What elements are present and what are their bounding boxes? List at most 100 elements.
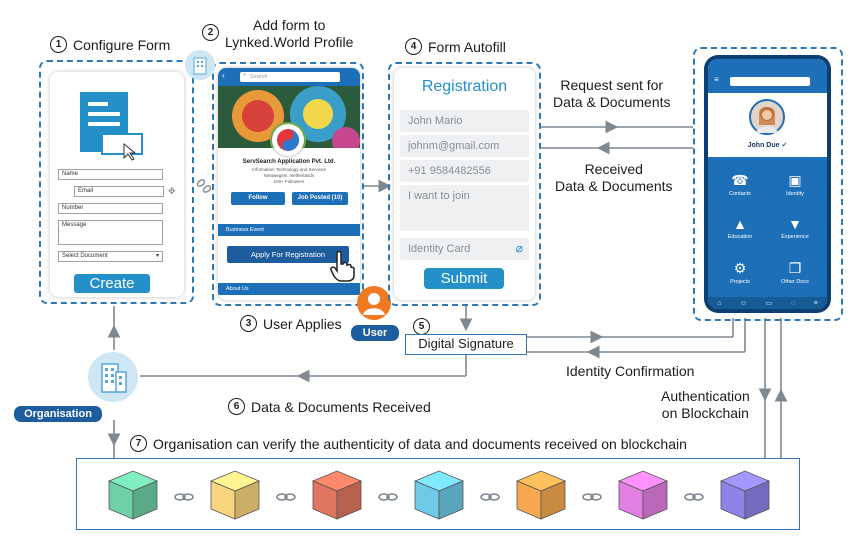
apply-for-registration-button[interactable]: Apply For Registration [227, 246, 349, 263]
step-4-text: Form Autofill [428, 38, 506, 55]
submit-button[interactable]: Submit [424, 268, 504, 289]
about-us-header: About Us [218, 283, 360, 295]
step-7-label: 7 Organisation can verify the authentici… [130, 435, 687, 452]
menu-icon[interactable]: ≡ [813, 299, 818, 307]
block-cube-icon [617, 470, 669, 520]
block-cube-icon [413, 470, 465, 520]
tile-education[interactable]: ▲ Education [719, 207, 761, 249]
chain-link-icon [174, 493, 194, 501]
tile-projects-label: Projects [730, 278, 750, 285]
phone-screen: ≡ John Due ✔ ☎ Contacts ▣ Identity ▲ [708, 59, 827, 309]
create-button[interactable]: Create [74, 274, 150, 293]
step-2-text-line2: Lynked.World Profile [225, 34, 354, 50]
chat-icon[interactable]: ◌ [790, 299, 796, 307]
graduation-cap-icon: ▲ [733, 216, 747, 232]
user-avatar-icon [357, 286, 391, 320]
form-autofill-frame [388, 62, 541, 306]
tile-experience-label: Experience [781, 234, 809, 240]
tile-experience[interactable]: ▼ Experience [774, 207, 816, 249]
config-field-message: Message [58, 220, 163, 245]
tile-identity[interactable]: ▣ Identity [774, 163, 816, 205]
registration-field-phone[interactable]: +91 9584482556 [400, 160, 529, 182]
contacts-icon: ☎ [731, 171, 749, 188]
chain-link-icon [480, 493, 500, 501]
authentication-caption: Authentication on Blockchain [661, 388, 750, 422]
tile-other-docs[interactable]: ❐ Other Docs [774, 251, 816, 293]
jobs-posted-button[interactable]: Job Posted (10) [292, 192, 348, 205]
tile-identity-label: Identity [786, 190, 804, 197]
phone-profile-section: John Due ✔ [708, 93, 827, 157]
digital-signature-box: Digital Signature [405, 334, 527, 355]
company-name: ServSearch Application Pvt. Ltd. [242, 159, 336, 165]
step-2-text-line1: Add form to [253, 17, 326, 33]
profile-frame [212, 62, 364, 306]
paperclip-icon: ⌀ [515, 241, 523, 255]
step-1-number: 1 [50, 36, 67, 53]
identity-card-label: Identity Card [408, 243, 471, 255]
phone-bottom-nav: ⌂ ☺ ▭ ◌ ≡ [708, 297, 827, 309]
step-2-label: 2 Add form to Lynked.World Profile [202, 17, 353, 51]
phone-user-name: John Due ✔ [708, 141, 827, 149]
home-icon[interactable]: ⌂ [717, 299, 722, 307]
registration-card: Registration John Mario johnm@gmail.com … [394, 68, 535, 300]
search-icon: ⌕ [243, 72, 247, 78]
phone-tile-grid: ☎ Contacts ▣ Identity ▲ Education ▼ Expe… [708, 157, 827, 309]
profile-search-input[interactable]: Search [240, 72, 340, 82]
chevron-down-icon: ▾ [155, 253, 159, 259]
form-builder-icon [80, 92, 143, 161]
tile-contacts-label: Contacts [729, 190, 751, 197]
request-caption: Request sent for Data & Documents [553, 77, 671, 111]
block-cube-icon [515, 470, 567, 520]
phone-search-input[interactable] [730, 77, 810, 86]
received-caption: Received Data & Documents [555, 161, 673, 195]
business-event-header: Business Event [218, 224, 360, 236]
step-4-label: 4 Form Autofill [405, 38, 506, 55]
tile-projects[interactable]: ⚙ Projects [719, 251, 761, 293]
chain-link-icon [276, 493, 296, 501]
blockchain-box [76, 458, 800, 530]
block-cube-icon [209, 470, 261, 520]
step-7-number: 7 [130, 435, 147, 452]
identity-card-icon: ▣ [788, 171, 802, 188]
people-icon[interactable]: ☺ [740, 299, 748, 307]
phone-frame [693, 47, 843, 321]
registration-field-document[interactable]: Identity Card ⌀ [400, 238, 529, 260]
request-caption-line2: Data & Documents [553, 94, 671, 110]
authentication-caption-line2: on Blockchain [661, 405, 749, 421]
briefcase-icon[interactable]: ▭ [765, 300, 773, 307]
step-3-number: 3 [240, 315, 257, 332]
company-location: Nieuwegein, Netherlands [263, 173, 315, 178]
company-industry: Information Technology and Services [252, 167, 326, 172]
config-field-number: Number [58, 203, 163, 214]
phone-user-name-text: John Due [747, 142, 780, 149]
step-4-number: 4 [405, 38, 422, 55]
config-field-name: Name [58, 169, 163, 180]
select-document-label: Select Document [62, 253, 108, 259]
step-6-text: Data & Documents Received [251, 398, 431, 415]
authentication-caption-line1: Authentication [661, 388, 750, 404]
chain-link-icon [684, 493, 704, 501]
follow-button[interactable]: Follow [231, 192, 285, 205]
company-followers: 100+ Followers [273, 179, 305, 184]
hamburger-icon[interactable]: ≡ [714, 75, 719, 84]
step-6-label: 6 Data & Documents Received [228, 398, 431, 415]
tile-contacts[interactable]: ☎ Contacts [719, 163, 761, 205]
chain-link-icon [378, 493, 398, 501]
user-badge: User [351, 325, 399, 341]
request-caption-line1: Request sent for [560, 77, 664, 93]
step-3-label: 3 User Applies [240, 315, 342, 332]
organisation-badge: Organisation [14, 406, 102, 422]
tie-icon: ▼ [788, 216, 802, 232]
hand-cursor-icon [330, 250, 355, 282]
registration-field-name[interactable]: John Mario [400, 110, 529, 132]
user-photo [749, 99, 785, 135]
step-5-number: 5 [413, 318, 430, 335]
block-cube-icon [107, 470, 159, 520]
registration-field-email[interactable]: johnm@gmail.com [400, 135, 529, 157]
identity-confirmation-caption: Identity Confirmation [566, 363, 695, 379]
block-cube-icon [719, 470, 771, 520]
back-arrow-icon[interactable]: ‹ [222, 71, 225, 80]
config-field-email: Email [74, 186, 164, 197]
registration-field-message[interactable]: I want to join [400, 185, 529, 231]
